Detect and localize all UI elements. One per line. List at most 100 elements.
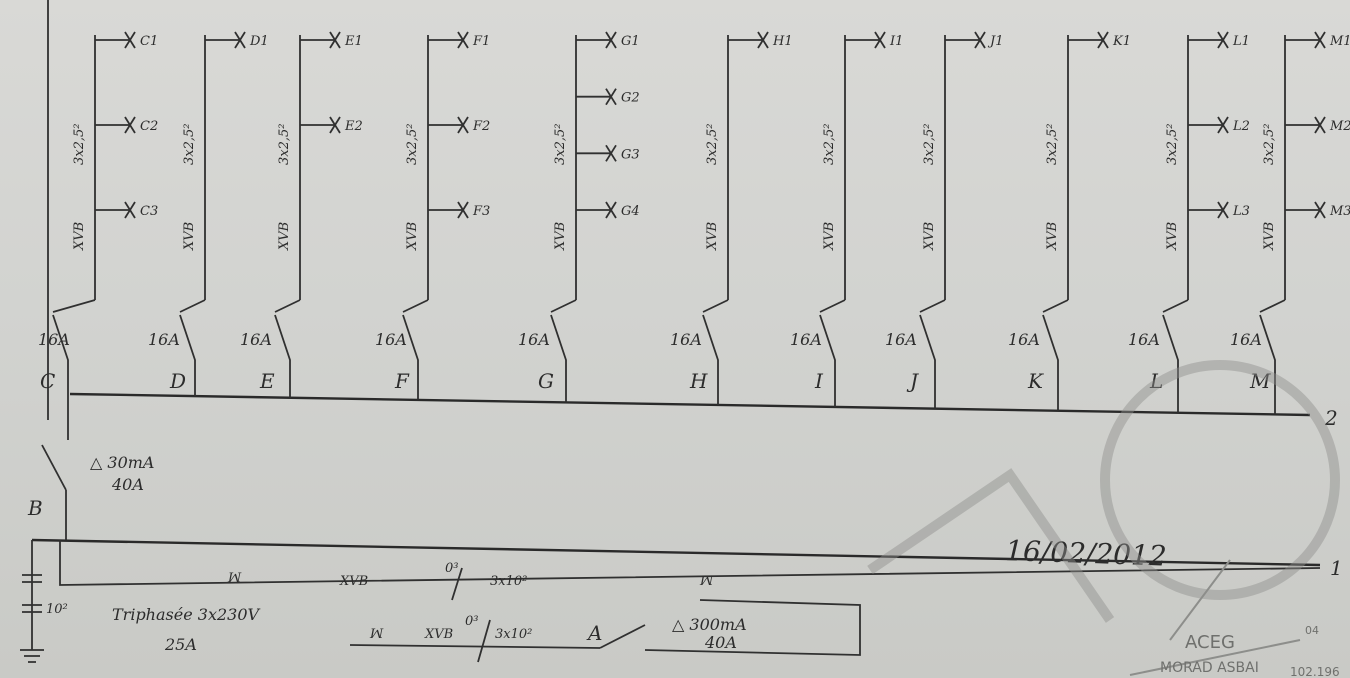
point-label-L1: L1	[1232, 34, 1250, 49]
outlet-symbol-I1	[874, 31, 886, 49]
point-label-L2: L2	[1232, 119, 1250, 134]
breaker-rating-D: 16A	[148, 330, 180, 349]
point-label-E2: E2	[344, 119, 363, 134]
outlet-symbol-J1	[974, 31, 986, 49]
breaker-switch-C	[52, 314, 69, 394]
diff-b-label: B	[27, 496, 43, 520]
watermark-circle	[1100, 360, 1340, 600]
circuit-letter-F: F	[394, 369, 410, 393]
circuit-letter-E: E	[259, 369, 275, 393]
circuit-letter-K: K	[1027, 369, 1044, 393]
riser-G	[550, 299, 577, 313]
watermark-triangle	[867, 468, 1115, 623]
breaker-rating-C: 16A	[38, 330, 70, 349]
point-label-I1: I1	[889, 34, 903, 49]
point-label-H1: H1	[772, 34, 793, 49]
bus-1-line	[31, 538, 1321, 567]
cable2-type: XVB	[424, 627, 453, 642]
outlet-symbol-K1	[1097, 31, 1109, 49]
breaker-rating-H: 16A	[670, 330, 702, 349]
earth-symbol	[20, 649, 44, 663]
cable1-earth: ꟽ	[227, 571, 242, 586]
cable1-tick	[451, 567, 463, 601]
breaker-rating-F: 16A	[375, 330, 407, 349]
breaker-rating-I: 16A	[790, 330, 822, 349]
capacitor-symbol	[22, 574, 42, 583]
breaker-rating-J: 16A	[885, 330, 917, 349]
breaker-switch-L	[1162, 314, 1179, 413]
riser-F	[402, 299, 429, 313]
breaker-rating-G: 16A	[518, 330, 550, 349]
breaker-switch-M	[1259, 314, 1276, 415]
breaker-rating-M: 16A	[1230, 330, 1262, 349]
point-label-D1: D1	[249, 34, 269, 49]
outlet-symbol-E1	[329, 31, 341, 49]
stamp-ref: 102.196	[1290, 665, 1340, 678]
breaker-a-label: A	[586, 621, 602, 645]
cable-section-I: 3x2,5²	[822, 124, 837, 166]
point-label-G4: G4	[621, 204, 640, 219]
cable2-earth: ꟽ	[369, 627, 384, 642]
cable2-section: 3x10²	[495, 627, 532, 642]
riser-I	[819, 299, 846, 313]
diff-a-rating: 40A	[704, 633, 737, 652]
diff-b-rating: 40A	[111, 475, 144, 494]
outlet-symbol-C3	[124, 201, 136, 219]
cable-type-I: XVB	[822, 222, 837, 251]
supply-label: Triphasée 3x230V	[112, 605, 261, 624]
point-label-C3: C3	[140, 204, 158, 219]
circuit-letter-J: J	[906, 369, 919, 393]
point-label-F1: F1	[472, 34, 490, 49]
point-label-F2: F2	[472, 119, 490, 134]
cable-type-K: XVB	[1045, 222, 1060, 251]
stamp-org: ACEG	[1185, 632, 1235, 653]
breaker-switch-F	[402, 314, 419, 400]
cable-type-J: XVB	[922, 222, 937, 251]
outlet-symbol-G4	[605, 201, 617, 219]
breaker-rating-L: 16A	[1128, 330, 1160, 349]
cable-section-M: 3x2,5²	[1262, 124, 1277, 166]
outlet-symbol-L3	[1217, 201, 1229, 219]
outlet-symbol-E2	[329, 116, 341, 134]
breaker-switch-I	[819, 314, 836, 407]
riser-J	[919, 299, 946, 313]
circuit-columns: 16ACXVB3x2,5²C1C2C316ADXVB3x2,5²D116AEXV…	[38, 31, 1350, 415]
cable-section-G: 3x2,5²	[553, 124, 568, 166]
circuit-letter-H: H	[689, 369, 708, 393]
breaker-rating-K: 16A	[1008, 330, 1040, 349]
point-label-G1: G1	[621, 34, 640, 49]
circuit-letter-L: L	[1149, 369, 1163, 393]
bus-2-label: 2	[1324, 406, 1338, 430]
riser-L	[1162, 299, 1189, 313]
cable2-line	[349, 644, 601, 649]
outlet-symbol-L2	[1217, 116, 1229, 134]
point-label-E1: E1	[344, 34, 363, 49]
riser-E	[274, 299, 301, 313]
breaker-switch-H	[702, 314, 719, 405]
outlet-symbol-L1	[1217, 31, 1229, 49]
cable-type-C: XVB	[72, 222, 87, 251]
cable-section-L: 3x2,5²	[1165, 124, 1180, 166]
bus-1-label: 1	[1330, 556, 1343, 580]
riser-H	[702, 299, 729, 313]
cable-section-C: 3x2,5²	[72, 124, 87, 166]
cable2-tick	[477, 619, 491, 663]
outlet-symbol-F2	[457, 116, 469, 134]
circuit-letter-M: M	[1249, 369, 1271, 393]
cable-type-D: XVB	[182, 222, 197, 251]
bus-2-line	[69, 392, 1311, 417]
outlet-symbol-M1	[1314, 31, 1326, 49]
date: 16/02/2012	[1005, 534, 1167, 573]
capacitor-symbol-2	[22, 604, 42, 613]
diff-b-switch	[41, 444, 67, 491]
stamp: ACEG MORAD ASBAI 04 102.196	[867, 360, 1340, 678]
cable-section-J: 3x2,5²	[922, 124, 937, 166]
outlet-symbol-G3	[605, 144, 617, 162]
breaker-switch-G	[550, 314, 567, 403]
earth-section: 10²	[46, 602, 68, 617]
circuit-letter-G: G	[538, 369, 554, 393]
circuit-letter-C: C	[40, 369, 55, 393]
cable1-type: XVB	[339, 574, 368, 589]
cable-type-F: XVB	[405, 222, 420, 251]
supply-rating: 25A	[164, 635, 197, 654]
